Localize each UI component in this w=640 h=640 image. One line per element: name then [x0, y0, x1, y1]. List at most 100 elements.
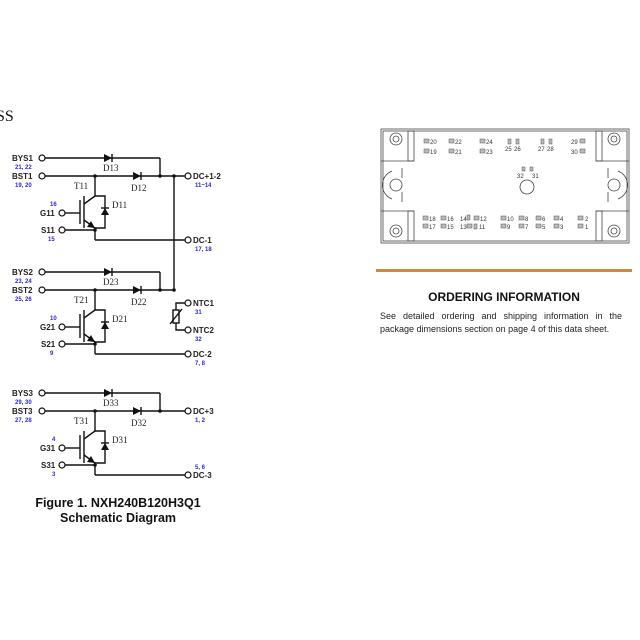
- dcp3-label: DC+3: [193, 407, 214, 416]
- diode-icon: [133, 172, 142, 180]
- dcm2-pins: 7, 8: [195, 361, 206, 367]
- dcm1-terminal: [184, 236, 192, 244]
- dcp3-pins: 1, 2: [195, 418, 206, 424]
- diode-icon: [133, 286, 142, 294]
- dcm1-pins: 17, 18: [195, 247, 212, 253]
- pin-number: 13: [460, 225, 467, 231]
- dcm3-pins: 5, 6: [195, 465, 206, 471]
- pin-number: 19: [430, 150, 437, 156]
- pin-number: 2: [585, 217, 589, 223]
- t11-label: T11: [74, 181, 88, 191]
- diode-icon: [104, 389, 113, 397]
- d12-label: D12: [131, 183, 147, 193]
- ntc-thermistor: NTC1 31 NTC2 32: [169, 299, 214, 343]
- partial-heading: SS: [0, 108, 14, 125]
- d33-label: D33: [103, 398, 119, 408]
- bst1-terminal: [38, 172, 46, 180]
- dcp12-label: DC+1-2: [193, 172, 221, 181]
- g11-label: G11: [40, 209, 55, 218]
- pin-number: 11: [479, 225, 486, 231]
- pin-number: 18: [429, 217, 436, 223]
- pin-number: 24: [486, 140, 493, 146]
- pin-number: 27: [538, 147, 545, 153]
- pin-number: 21: [455, 150, 462, 156]
- s31-pins: 3: [52, 472, 56, 478]
- igbt-icon: [79, 290, 96, 354]
- igbt-icon: [79, 176, 96, 240]
- bys1-label: BYS1: [12, 154, 33, 163]
- bys2-label: BYS2: [12, 268, 33, 277]
- g21-pins: 10: [50, 316, 57, 322]
- d11-label: D11: [112, 200, 127, 210]
- diode-icon: [95, 309, 109, 343]
- pin-number: 15: [447, 225, 454, 231]
- s11-label: S11: [41, 226, 55, 235]
- diode-icon: [95, 195, 109, 229]
- bst2-label: BST2: [12, 286, 33, 295]
- ordering-information-heading: ORDERING INFORMATION: [428, 290, 580, 304]
- d21-label: D21: [112, 314, 128, 324]
- pin-number: 7: [525, 225, 529, 231]
- pin-number: 26: [514, 147, 521, 153]
- pin-pads: [422, 138, 586, 230]
- g31-label: G31: [40, 444, 56, 453]
- diode-icon: [133, 407, 142, 415]
- d23-label: D23: [103, 277, 119, 287]
- half-bridge-1: BYS1 21, 22 D13 BST1 19, 20 D12 DC+1-2 1…: [12, 154, 221, 253]
- section-divider: [376, 269, 632, 272]
- dcm3-label: DC-3: [193, 471, 212, 480]
- pin-number: 30: [571, 150, 578, 156]
- dcm2-label: DC-2: [193, 350, 212, 359]
- g31-pins: 4: [52, 437, 56, 443]
- ntc1-pin: 31: [195, 310, 202, 316]
- figure-caption-line1: Figure 1. NXH240B120H3Q1: [35, 496, 201, 510]
- dcm1-label: DC-1: [193, 236, 212, 245]
- pin-number: 14: [460, 217, 467, 223]
- pin-number: 16: [447, 217, 454, 223]
- bys1-terminal: [38, 154, 46, 162]
- g11-pins: 16: [50, 202, 57, 208]
- pin-number: 9: [507, 225, 511, 231]
- bst3-label: BST3: [12, 407, 33, 416]
- s21-pins: 9: [50, 351, 54, 357]
- s11-pins: 15: [48, 237, 55, 243]
- bys2-pins: 23, 24: [15, 279, 32, 285]
- s21-label: S21: [41, 340, 56, 349]
- pin-numbers: 20 19 22 21 24 23 25 26 27 28 29 30 32 3…: [429, 140, 589, 231]
- figure-caption-line2: Schematic Diagram: [59, 511, 177, 525]
- half-bridge-2: BYS2 23, 24 D23 BST2 25, 26 D22 T21 D21: [12, 268, 212, 367]
- pin-number: 6: [542, 217, 546, 223]
- bys3-pins: 29, 30: [15, 400, 32, 406]
- bst1-pins: 19, 20: [15, 183, 32, 189]
- dcp12-terminal: [184, 172, 192, 180]
- s31-label: S31: [41, 461, 56, 470]
- ntc2-pin: 32: [195, 337, 202, 343]
- pin-number: 20: [430, 140, 437, 146]
- d13-label: D13: [103, 163, 119, 173]
- bst2-pins: 25, 26: [15, 297, 32, 303]
- pin-number: 32: [517, 174, 524, 180]
- d31-label: D31: [112, 435, 128, 445]
- bys1-pins: 21, 22: [15, 165, 32, 171]
- t31-label: T31: [74, 416, 89, 426]
- t21-label: T21: [74, 295, 89, 305]
- pin-number: 4: [560, 217, 564, 223]
- pin-number: 25: [505, 147, 512, 153]
- bst3-pins: 27, 28: [15, 418, 32, 424]
- ntc2-label: NTC2: [193, 326, 214, 335]
- bys3-label: BYS3: [12, 389, 33, 398]
- d22-label: D22: [131, 297, 147, 307]
- ordering-information-text: See detailed ordering and shipping infor…: [380, 311, 622, 334]
- pin-number: 3: [560, 225, 564, 231]
- pin-number: 12: [480, 217, 487, 223]
- dcp12-pins: 11~14: [195, 183, 212, 189]
- pin-number: 10: [507, 217, 514, 223]
- diode-icon: [104, 268, 113, 276]
- g21-label: G21: [40, 323, 56, 332]
- pin-number: 28: [547, 147, 554, 153]
- pin-number: 29: [571, 140, 578, 146]
- pin-number: 5: [542, 225, 546, 231]
- half-bridge-3: BYS3 29, 30 D33 BST3 27, 28 D32 DC+3 1, …: [12, 389, 214, 480]
- pin-number: 22: [455, 140, 462, 146]
